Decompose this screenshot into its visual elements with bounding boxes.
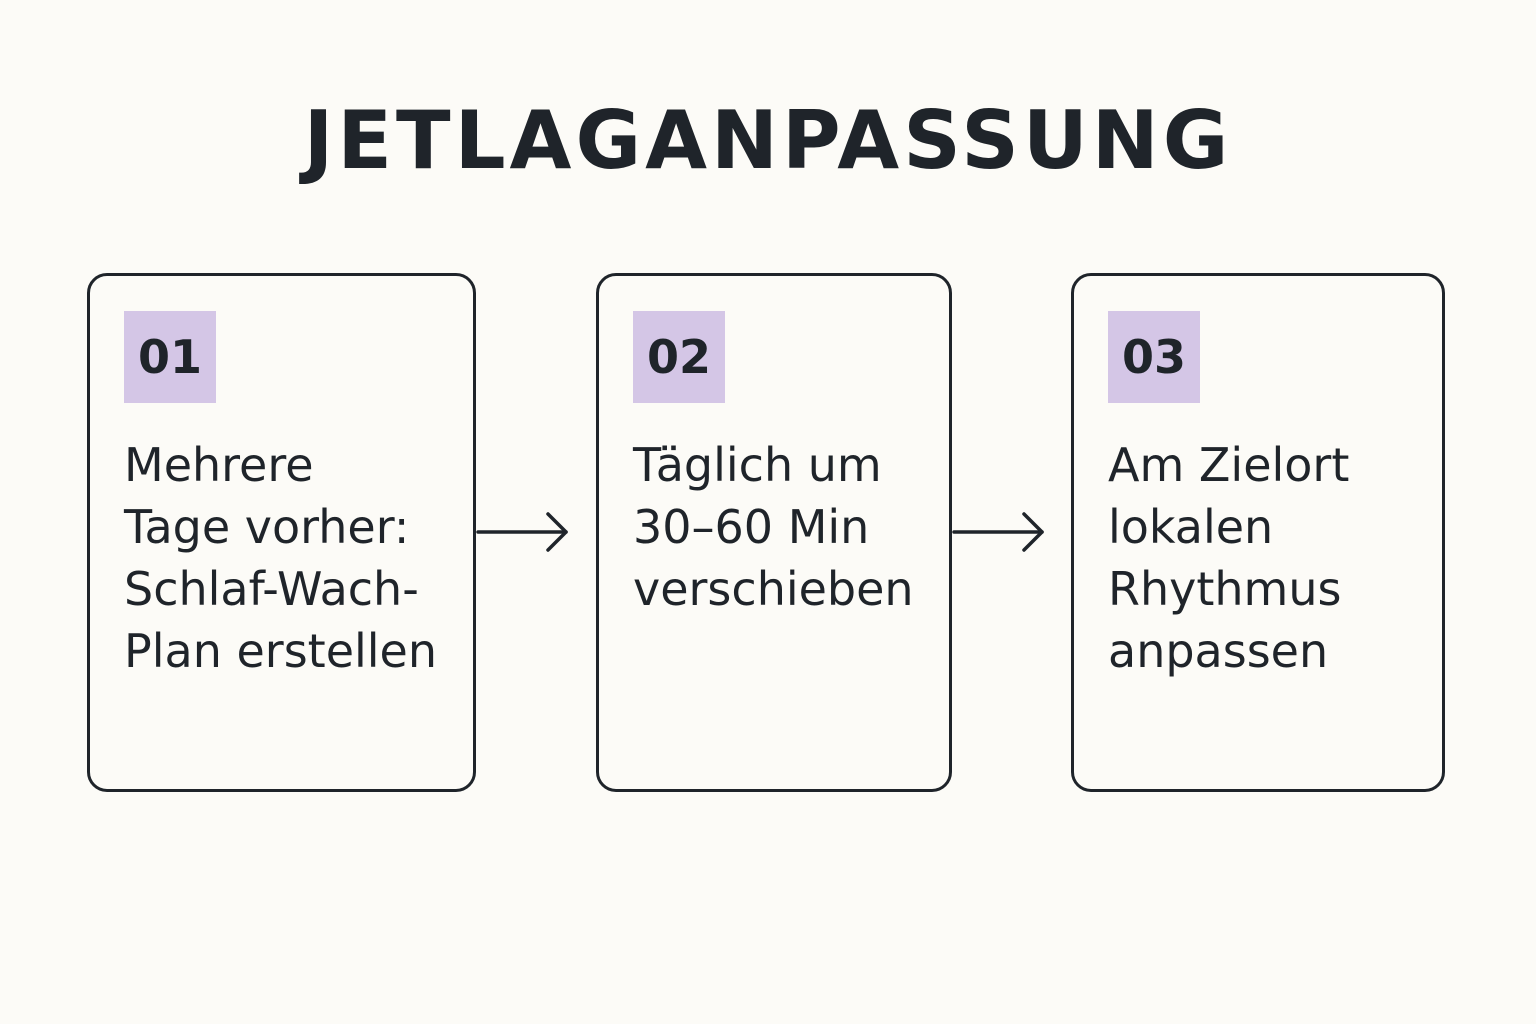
step-number-badge: 01 xyxy=(124,311,216,403)
arrow-right-icon xyxy=(476,512,568,552)
arrow-right-icon xyxy=(952,512,1044,552)
step-number-badge: 03 xyxy=(1108,311,1200,403)
step-description: Mehrere Tage vorher: Schlaf-Wach- Plan e… xyxy=(124,438,438,678)
step-description: Am Zielort lokalen Rhythmus anpassen xyxy=(1108,438,1350,678)
step-card-2: 02 Täglich um 30–60 Min verschieben xyxy=(596,273,952,792)
step-card-1: 01 Mehrere Tage vorher: Schlaf-Wach- Pla… xyxy=(87,273,476,792)
step-card-3: 03 Am Zielort lokalen Rhythmus anpassen xyxy=(1071,273,1445,792)
step-description: Täglich um 30–60 Min verschieben xyxy=(633,438,914,616)
page-title: JETLAGANPASSUNG xyxy=(303,94,1233,187)
step-number-badge: 02 xyxy=(633,311,725,403)
